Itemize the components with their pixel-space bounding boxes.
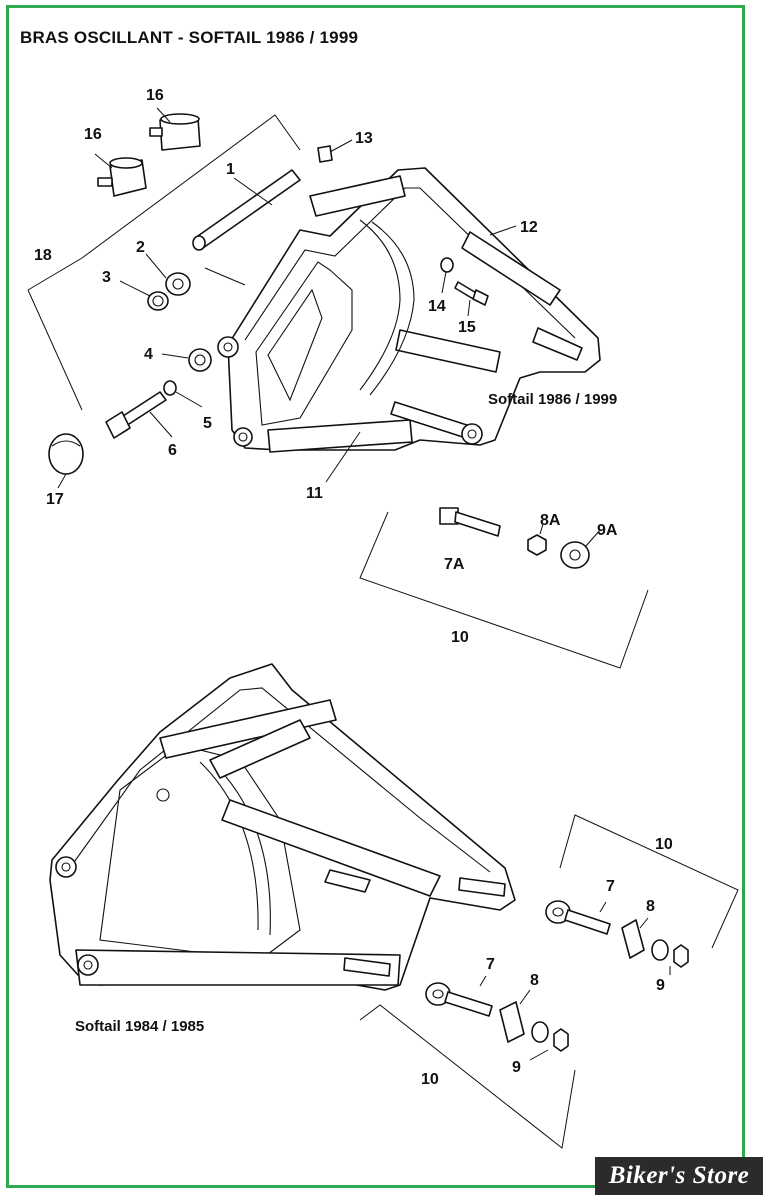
kit-10-upper bbox=[359, 507, 649, 669]
loose-parts-upper bbox=[48, 113, 301, 475]
group-bracket-18 bbox=[27, 114, 301, 411]
part-label-9-right: 9 bbox=[656, 977, 665, 994]
part-label-8-right: 8 bbox=[646, 898, 655, 915]
part-label-7a: 7A bbox=[444, 556, 465, 573]
part-label-7-center: 7 bbox=[486, 956, 495, 973]
part-label-15: 15 bbox=[458, 319, 476, 336]
part-label-8a: 8A bbox=[540, 512, 561, 529]
part-label-10-lower-center: 10 bbox=[421, 1071, 439, 1088]
part-label-1: 1 bbox=[226, 161, 235, 178]
part-numbers: 1 2 3 4 5 6 11 12 13 14 15 16 16 17 18 7… bbox=[34, 87, 673, 1088]
bikers-store-logo: Biker's Store bbox=[595, 1157, 763, 1195]
kit-10-lower-right bbox=[545, 814, 739, 975]
part-label-13: 13 bbox=[355, 130, 373, 147]
part-label-2: 2 bbox=[136, 239, 145, 256]
part-label-12: 12 bbox=[520, 219, 538, 236]
caption-softail-1984-1985: Softail 1984 / 1985 bbox=[75, 1018, 204, 1035]
part-label-9a: 9A bbox=[597, 522, 618, 539]
part-label-6: 6 bbox=[168, 442, 177, 459]
part-label-16-left: 16 bbox=[84, 126, 102, 143]
part-label-9-center: 9 bbox=[512, 1059, 521, 1076]
part-label-10-upper: 10 bbox=[451, 629, 469, 646]
part-label-17: 17 bbox=[46, 491, 64, 508]
swingarm-1986-1999-drawing bbox=[217, 145, 601, 453]
part-label-5: 5 bbox=[203, 415, 212, 432]
part-label-10-lower-right: 10 bbox=[655, 836, 673, 853]
leader-lines-upper bbox=[57, 107, 517, 489]
swingarm-1984-1985-drawing bbox=[49, 663, 516, 991]
part-label-3: 3 bbox=[102, 269, 111, 286]
part-label-16-top: 16 bbox=[146, 87, 164, 104]
page-title: BRAS OSCILLANT - SOFTAIL 1986 / 1999 bbox=[20, 28, 359, 47]
part-label-4: 4 bbox=[144, 346, 153, 363]
page-frame bbox=[6, 5, 745, 1188]
part-label-7-right: 7 bbox=[606, 878, 615, 895]
part-label-11: 11 bbox=[306, 485, 323, 502]
part-label-14: 14 bbox=[428, 298, 446, 315]
kit-10-lower-center bbox=[359, 975, 576, 1149]
part-label-18: 18 bbox=[34, 247, 52, 264]
part-label-8-center: 8 bbox=[530, 972, 539, 989]
caption-softail-1986-1999: Softail 1986 / 1999 bbox=[488, 391, 617, 408]
